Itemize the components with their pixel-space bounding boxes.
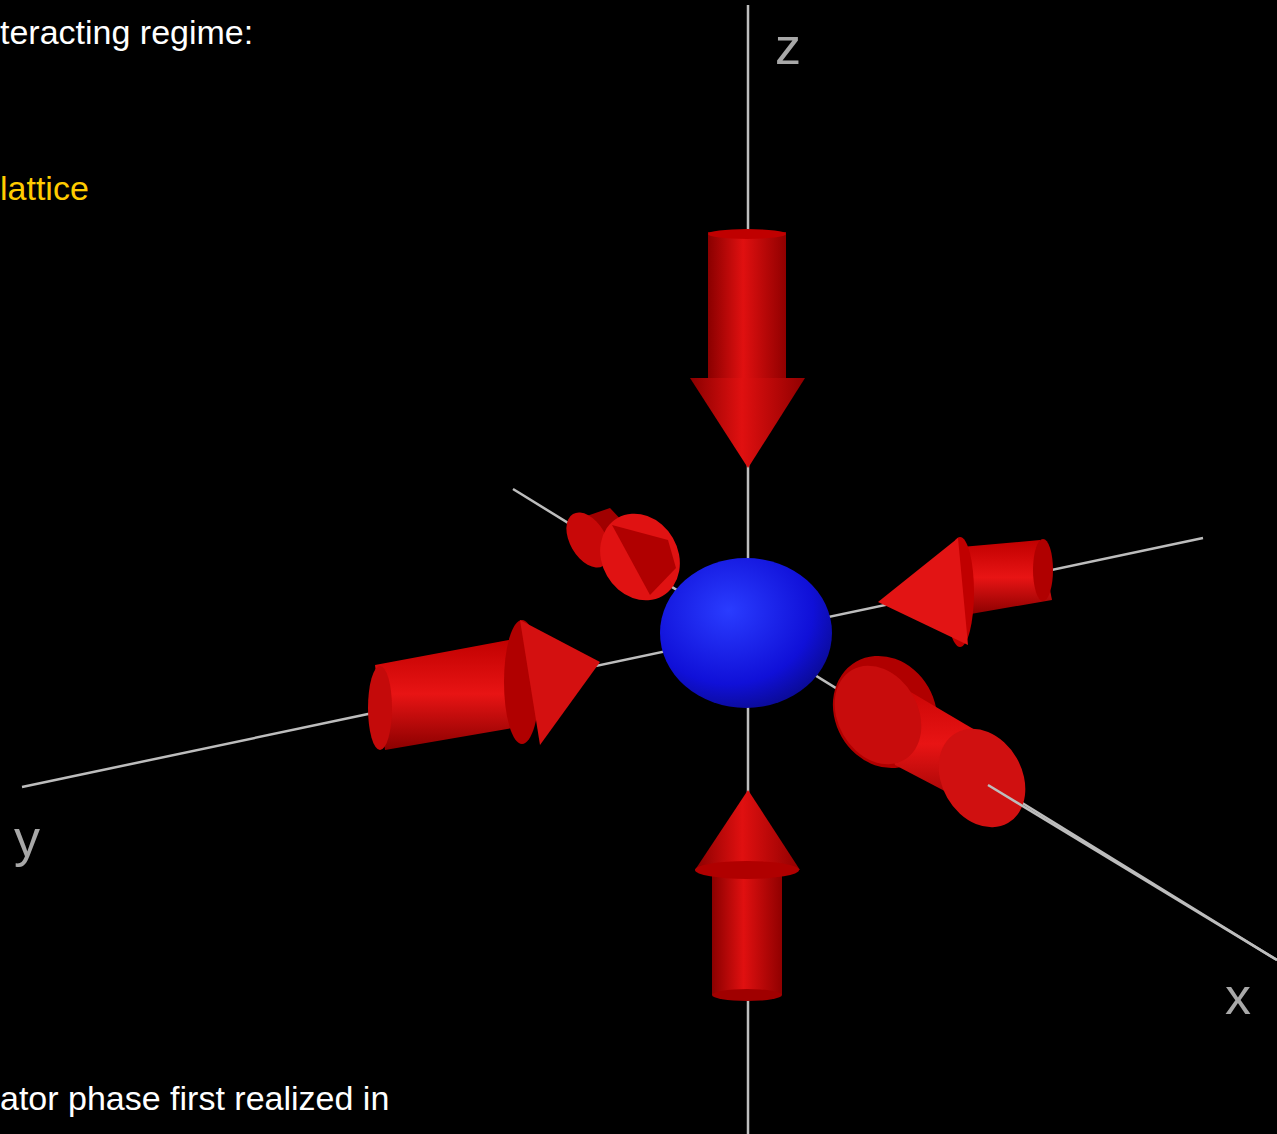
laser-arrow bbox=[695, 790, 800, 1001]
slide-text: teracting regime: bbox=[0, 14, 253, 51]
axis-label: z bbox=[775, 18, 801, 75]
atom-sphere bbox=[660, 558, 832, 708]
laser-arrow bbox=[690, 229, 805, 468]
axis-label: x bbox=[1225, 968, 1251, 1025]
laser-arrow bbox=[813, 637, 1277, 960]
slide-text: ator phase first realized in bbox=[0, 1080, 389, 1117]
axis-lines bbox=[22, 5, 1277, 1134]
laser-arrow bbox=[878, 537, 1053, 647]
laser-arrow bbox=[368, 620, 600, 750]
highlight-text: lattice bbox=[0, 170, 89, 207]
axis-label: y bbox=[14, 810, 40, 867]
